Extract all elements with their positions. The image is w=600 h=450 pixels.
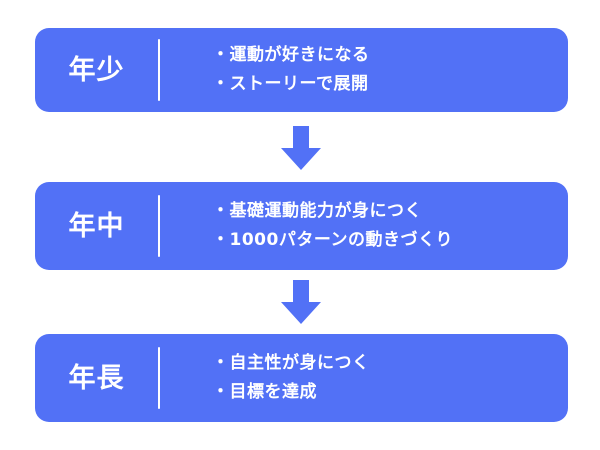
stage-label: 年少 — [68, 54, 125, 86]
stage-label-wrap: 年長 — [35, 334, 158, 422]
stage-point: ・運動が好きになる — [212, 45, 370, 65]
stage-point: ・目標を達成 — [212, 382, 317, 402]
stage-card-nensho: 年少 ・運動が好きになる ・ストーリーで展開 — [35, 28, 568, 112]
stage-points-list: ・基礎運動能力が身につく ・1000パターンの動きづくり — [160, 197, 568, 255]
stage-card-nenchu: 年中 ・基礎運動能力が身につく ・1000パターンの動きづくり — [35, 182, 568, 270]
vertical-divider — [158, 39, 160, 101]
arrow-down-icon — [281, 126, 321, 170]
stage-points-list: ・運動が好きになる ・ストーリーで展開 — [160, 41, 568, 99]
stage-label: 年中 — [68, 210, 125, 242]
stage-point: ・自主性が身につく — [212, 353, 370, 373]
stage-point: ・ストーリーで展開 — [212, 74, 369, 94]
stage-label-wrap: 年少 — [35, 28, 158, 112]
stage-label-wrap: 年中 — [35, 182, 158, 270]
vertical-divider — [158, 195, 160, 257]
stage-points-list: ・自主性が身につく ・目標を達成 — [160, 349, 568, 407]
stage-card-nencho: 年長 ・自主性が身につく ・目標を達成 — [35, 334, 568, 422]
stage-label: 年長 — [68, 362, 125, 394]
stage-point: ・基礎運動能力が身につく — [212, 201, 422, 221]
vertical-divider — [158, 347, 160, 409]
stage-point: ・1000パターンの動きづくり — [212, 230, 453, 250]
arrow-down-icon — [281, 280, 321, 324]
